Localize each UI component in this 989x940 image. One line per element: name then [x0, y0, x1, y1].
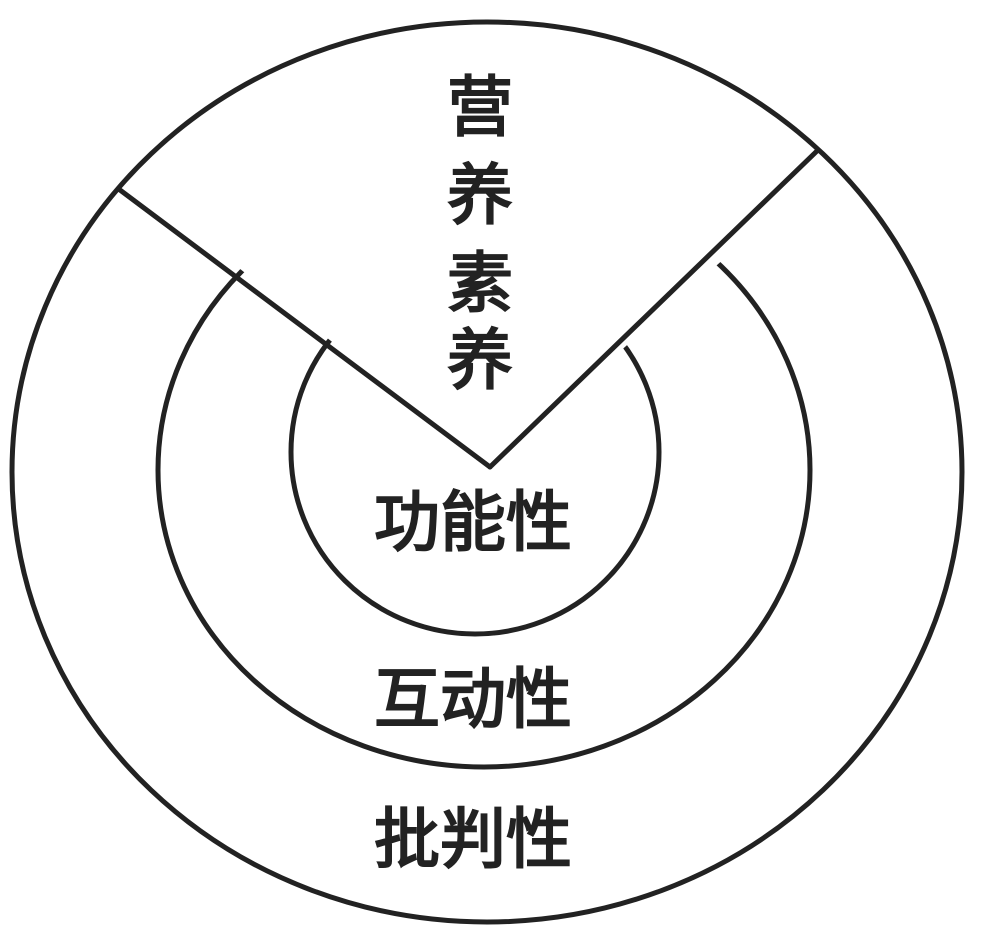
inner-ring-label: 功能性	[374, 483, 572, 561]
outer-ring	[9, 19, 965, 925]
middle-ring	[155, 170, 813, 770]
inner-ring	[288, 267, 662, 637]
wedge-label-char: 养	[447, 321, 513, 399]
outer-ring-label: 批判性	[374, 800, 572, 878]
wedge-left-edge	[117, 187, 493, 470]
wedge-right-edge	[487, 147, 821, 470]
wedge-label: 营 养 素 养	[447, 68, 513, 399]
wedge-label-char: 素	[447, 244, 513, 322]
wedge-label-char: 营	[447, 68, 513, 146]
middle-ring-label: 互动性	[374, 660, 572, 738]
wedge-label-char: 养	[447, 156, 513, 234]
